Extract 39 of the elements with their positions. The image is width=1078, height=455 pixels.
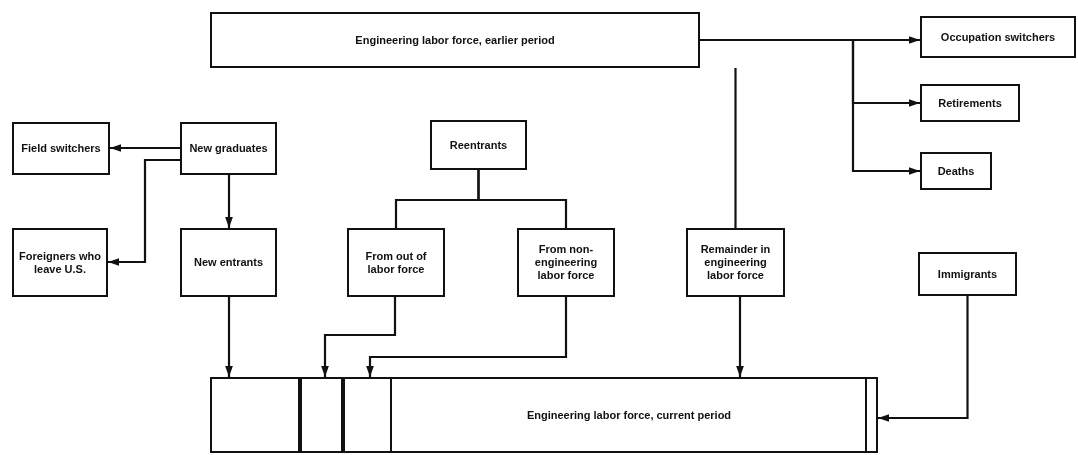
process-box bbox=[920, 152, 992, 190]
box-label: From out of labor force bbox=[364, 249, 428, 276]
process-box bbox=[918, 252, 1017, 296]
connector-arrow bbox=[736, 297, 744, 377]
box-label: Deaths bbox=[936, 164, 976, 178]
box-label: From non-engineering labor force bbox=[533, 243, 599, 282]
process-box bbox=[347, 228, 445, 297]
box-label: Foreigners who leave U.S. bbox=[18, 249, 102, 276]
process-box bbox=[920, 84, 1020, 122]
connector-arrow bbox=[108, 158, 180, 266]
box-label: New graduates bbox=[188, 142, 269, 155]
box-label: Retirements bbox=[937, 96, 1003, 110]
connector-arrow bbox=[225, 297, 233, 377]
connector-arrow bbox=[225, 175, 233, 228]
connector-arrow bbox=[321, 297, 397, 377]
connector-arrow bbox=[366, 297, 568, 377]
empty-box bbox=[342, 376, 392, 453]
box-label: Field switchers bbox=[20, 142, 102, 155]
connector-arrow bbox=[110, 144, 180, 152]
process-box bbox=[920, 16, 1076, 58]
box-label: Occupation switchers bbox=[939, 30, 1057, 44]
empty-box bbox=[299, 376, 343, 453]
box-label: New entrants bbox=[192, 256, 265, 269]
process-box bbox=[12, 228, 108, 297]
process-box bbox=[180, 122, 277, 175]
connector-arrow bbox=[700, 38, 920, 175]
process-box bbox=[210, 377, 878, 453]
box-label: Engineering labor force, earlier period bbox=[354, 33, 556, 47]
process-box bbox=[210, 12, 700, 68]
process-box bbox=[12, 122, 110, 175]
box-label: Remainder in engineering labor force bbox=[699, 243, 772, 282]
box-label: Reentrants bbox=[448, 138, 509, 152]
process-box bbox=[430, 120, 527, 170]
box-label: Engineering labor force, current period bbox=[525, 408, 733, 422]
process-box bbox=[180, 228, 277, 297]
process-box bbox=[517, 228, 615, 297]
connector-arrow bbox=[878, 296, 969, 422]
box-label: Immigrants bbox=[936, 267, 999, 281]
process-box bbox=[686, 228, 785, 297]
